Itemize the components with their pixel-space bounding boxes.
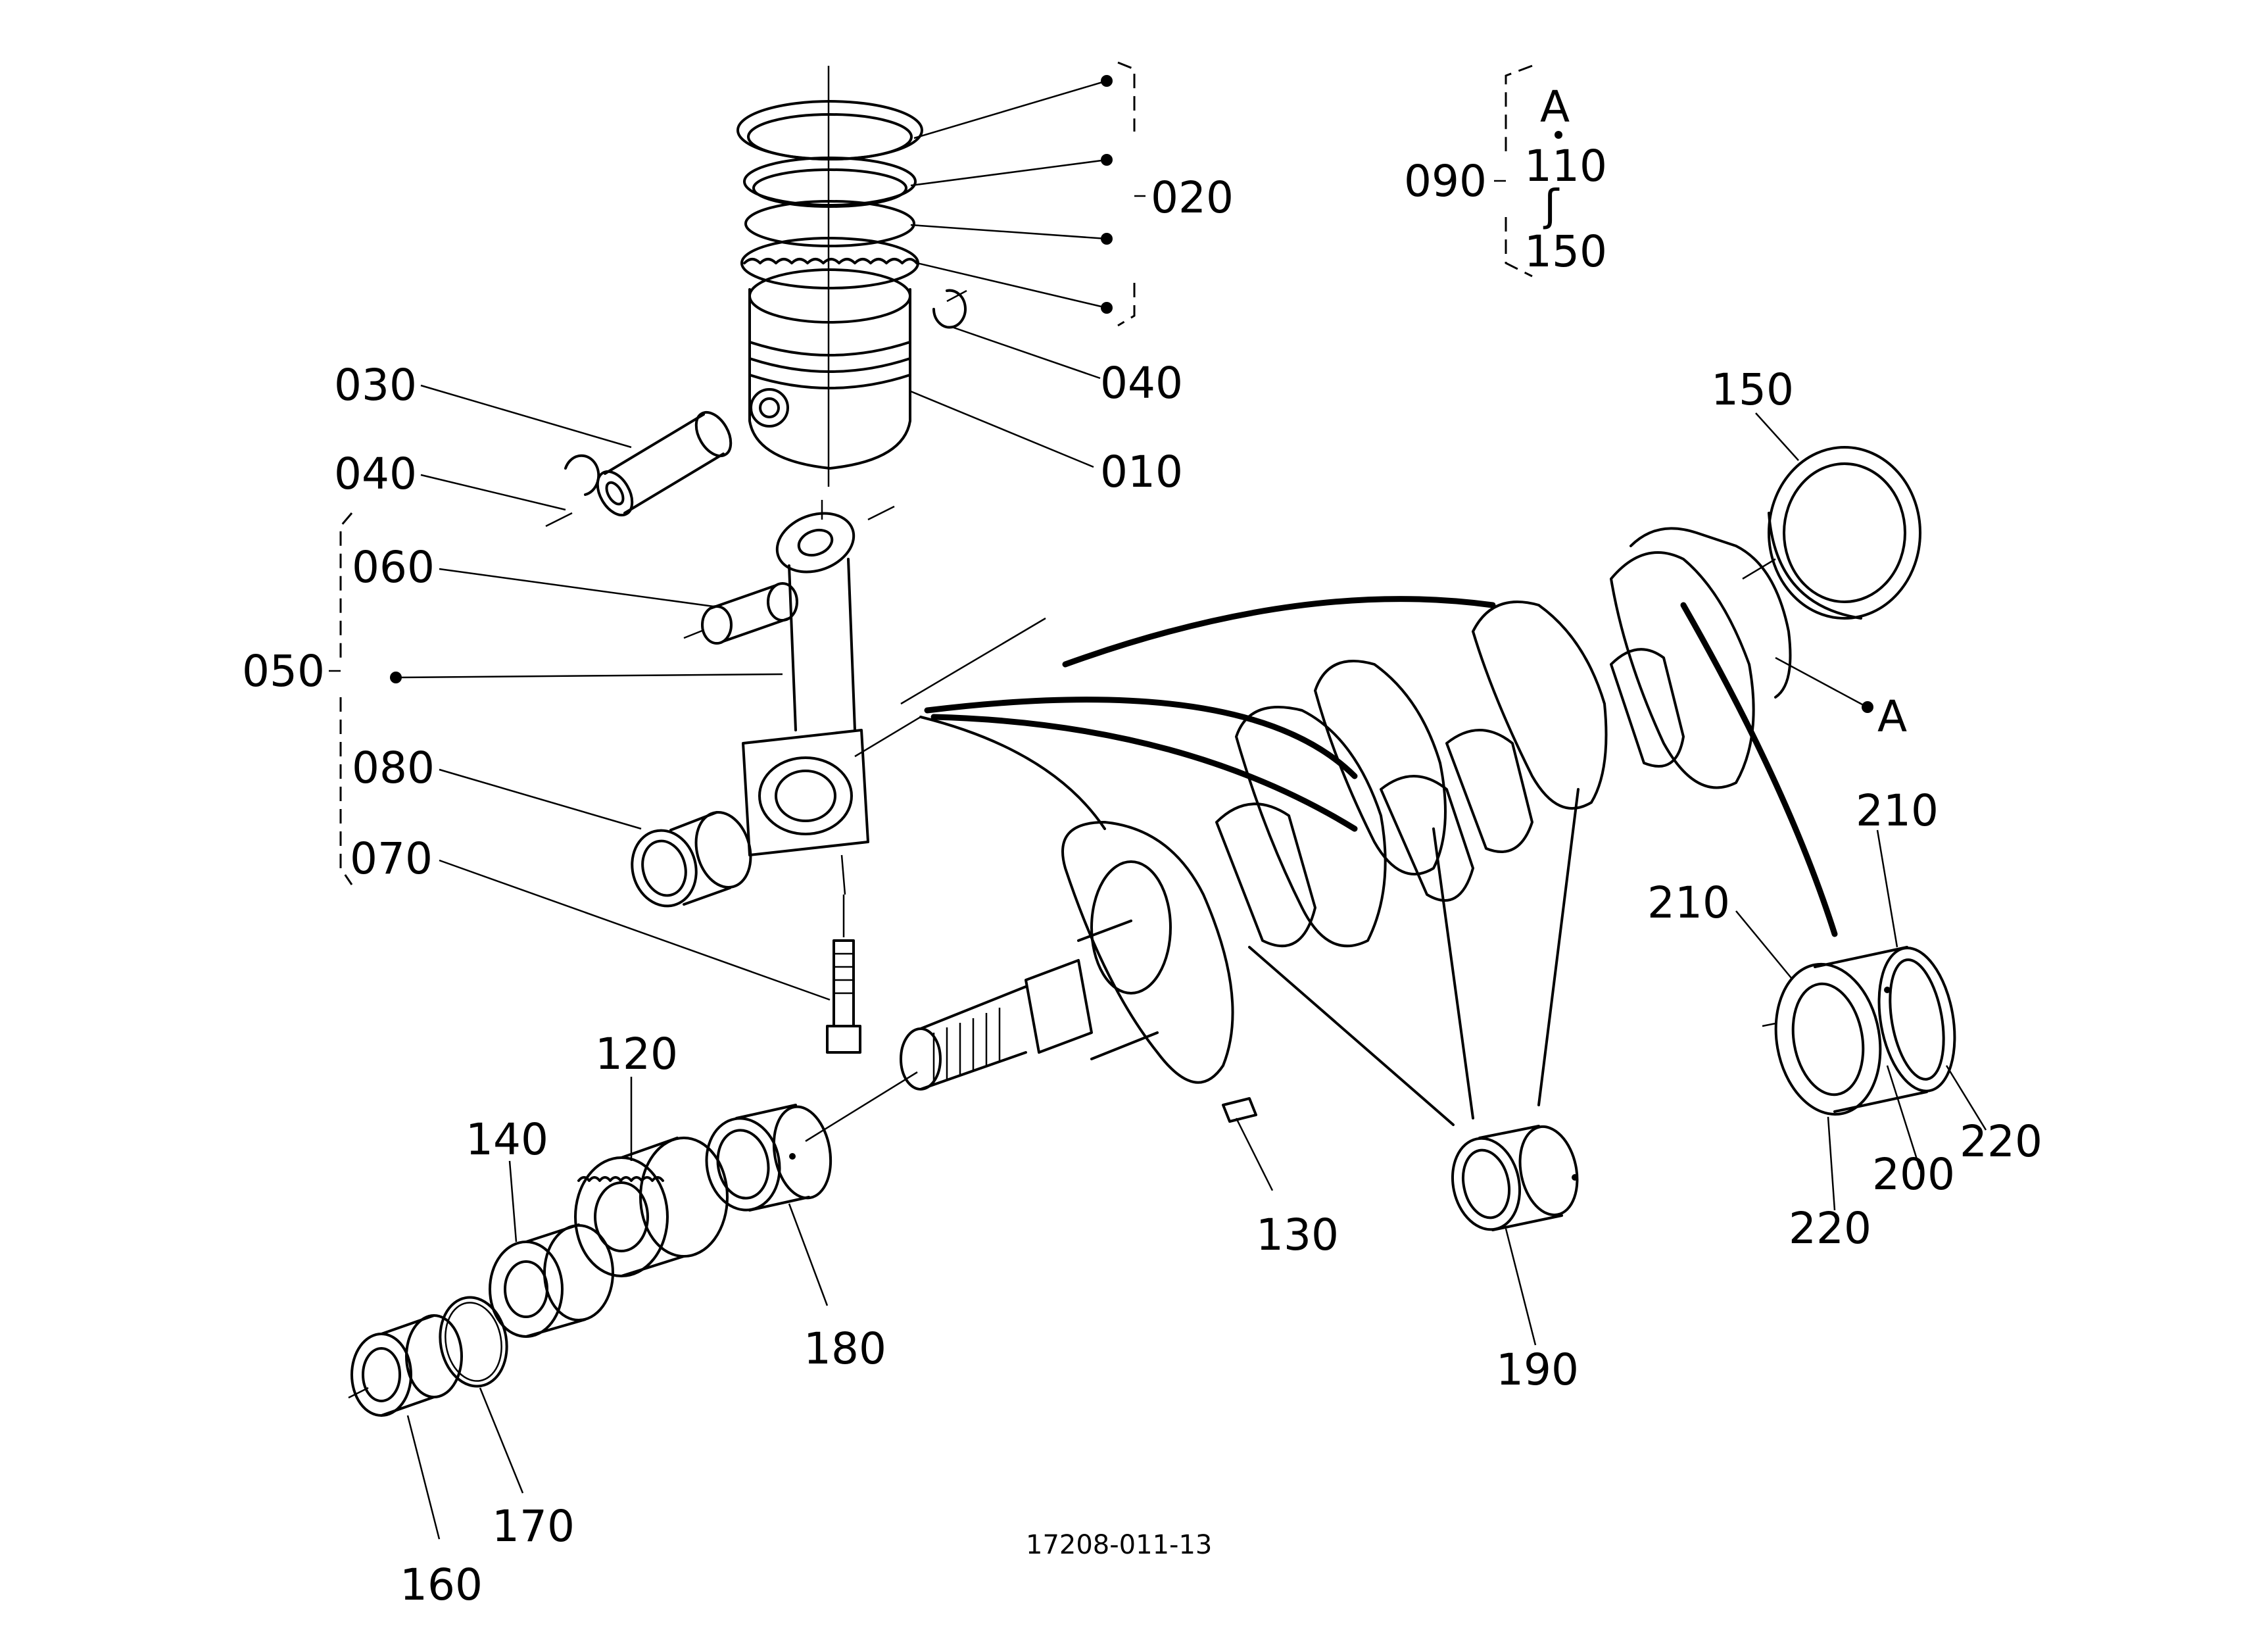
callout-030: 030 (334, 360, 417, 410)
crankshaft (854, 527, 1838, 1126)
o-ring (439, 1296, 508, 1388)
leader-dots (390, 75, 1873, 713)
callout-060: 060 (352, 542, 435, 593)
callout-160: 160 (400, 1560, 483, 1610)
group-090-range-end: 150 (1524, 226, 1607, 277)
rear-bearing-ring (1768, 446, 1921, 620)
callout-210-right: 210 (1856, 785, 1939, 836)
callout-120: 120 (595, 1029, 678, 1079)
connecting-rod (742, 500, 895, 895)
callout-040-left: 040 (334, 449, 417, 499)
big-end-bearing (631, 811, 752, 908)
main-bearing (1451, 1125, 1579, 1231)
collar (348, 1314, 463, 1417)
drawing-number: 17208-011-13 (1026, 1530, 1212, 1560)
piston-pin (596, 410, 733, 517)
callout-010: 010 (1100, 447, 1183, 497)
connecting-rod-bolt (826, 895, 861, 1054)
small-end-bushing (683, 582, 798, 645)
callout-020: 020 (1151, 172, 1234, 223)
callout-130: 130 (1256, 1210, 1339, 1260)
callout-070: 070 (350, 833, 433, 884)
crank-front-bushing (705, 1071, 918, 1212)
callout-220-right: 220 (1960, 1116, 2042, 1167)
callout-150: 150 (1711, 364, 1794, 415)
callout-080: 080 (352, 743, 435, 793)
callout-200: 200 (1872, 1149, 1955, 1200)
callout-180: 180 (804, 1323, 886, 1374)
group-090-range-symbol: ʃ (1543, 180, 1560, 231)
callout-050: 050 (242, 646, 325, 697)
callout-040-right: 040 (1100, 358, 1183, 408)
callout-190: 190 (1496, 1344, 1579, 1395)
bearing-case-assembly (1762, 946, 1956, 1116)
callout-220-left: 220 (1789, 1203, 1871, 1254)
callout-170: 170 (492, 1501, 575, 1552)
callout-210-left: 210 (1647, 877, 1730, 928)
marker-a: A (1877, 691, 1907, 742)
piston-assembly (736, 66, 923, 487)
callout-labels: 010 020 030 040 040 050 060 070 080 090 … (242, 82, 2042, 1610)
crank-gears (489, 1137, 729, 1338)
feather-key (1222, 1097, 1257, 1123)
group-090-range-start: 110 (1524, 141, 1607, 191)
callout-140: 140 (466, 1114, 548, 1165)
leader-lines (395, 80, 1987, 1540)
callout-090: 090 (1404, 156, 1487, 207)
group-090-ref: A (1540, 82, 1570, 132)
circlips (545, 289, 967, 528)
group-brackets (329, 61, 1533, 885)
